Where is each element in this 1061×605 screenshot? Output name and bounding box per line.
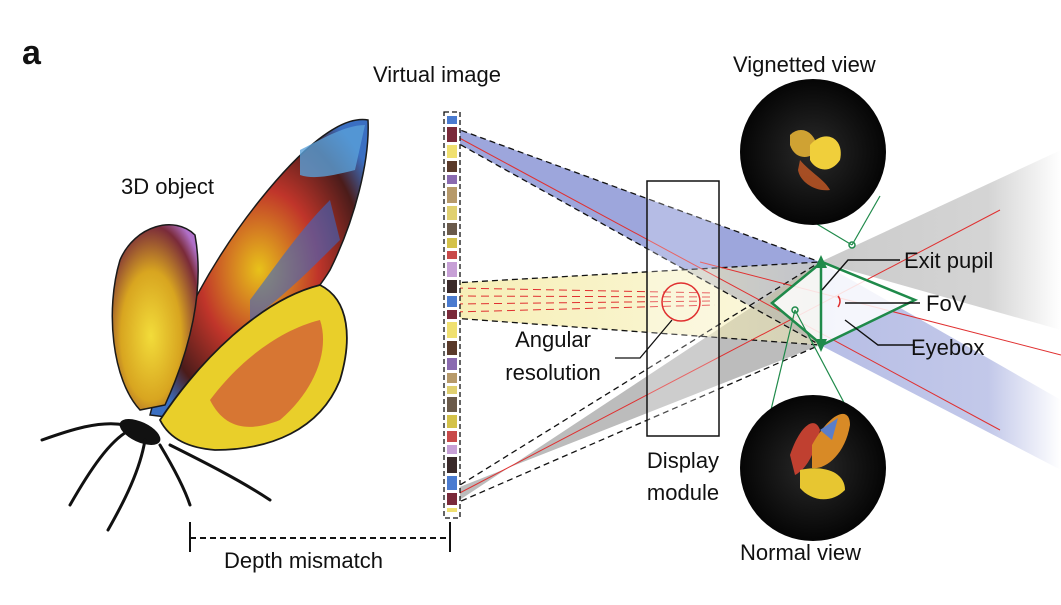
virtual-image-pixel	[447, 175, 457, 184]
normal-view-image	[740, 395, 886, 541]
virtual-image-pixel	[447, 187, 457, 203]
exit-pupil-label: Exit pupil	[904, 248, 994, 273]
virtual-image-pixel	[447, 386, 457, 394]
fov-arc	[837, 295, 841, 308]
display-module-box	[646, 180, 720, 437]
virtual-image-pixel	[447, 508, 457, 512]
fov-label: FoV	[926, 291, 967, 316]
virtual-image-label: Virtual image	[373, 62, 501, 87]
virtual-image-pixel	[447, 373, 457, 383]
virtual-image-pixel	[447, 397, 457, 412]
label-leaders	[821, 259, 920, 346]
virtual-image-pixel	[447, 161, 457, 172]
exit-pupil-arrow	[815, 255, 827, 352]
depth-mismatch-bracket	[189, 522, 451, 552]
eyebox-shape	[770, 260, 919, 347]
normal-view-label: Normal view	[740, 540, 862, 565]
angular-resolution-label-line1: Angular	[515, 327, 591, 352]
object-3d-label: 3D object	[121, 174, 214, 199]
angular-resolution-label-line2: resolution	[505, 360, 601, 385]
display-module-label-line1: Display	[646, 448, 720, 473]
vignetted-view-image	[740, 79, 886, 225]
virtual-image-pixel	[447, 280, 457, 293]
virtual-image-pixel	[447, 310, 457, 319]
vignetted-view-label: Vignetted view	[733, 52, 876, 77]
eye-point-lower	[791, 306, 799, 314]
virtual-image-pixel	[447, 476, 457, 490]
virtual-image-pixel	[447, 145, 457, 158]
virtual-image-pixel	[447, 223, 457, 235]
depth-mismatch-label: Depth mismatch	[224, 548, 383, 573]
gray-beam-upper	[820, 150, 1061, 330]
angular-resolution-circle	[661, 282, 701, 322]
red-dashed-rays	[454, 287, 716, 313]
virtual-image-pixel	[447, 296, 457, 307]
panel-label: a	[22, 34, 41, 72]
virtual-image-pixel	[447, 457, 457, 473]
butterfly-3d-object	[40, 118, 369, 532]
virtual-image-pixel	[447, 262, 457, 277]
virtual-image-pixel	[447, 415, 457, 428]
virtual-image-pixel	[447, 206, 457, 220]
angular-resolution-leader	[615, 319, 673, 359]
virtual-image-pixel	[447, 493, 457, 505]
virtual-image-pixel	[447, 431, 457, 442]
display-module-label-line2: module	[646, 480, 720, 505]
virtual-image-pixel	[447, 445, 457, 454]
virtual-image-pixel	[447, 322, 457, 338]
virtual-image-pixel	[447, 116, 457, 124]
virtual-image-pixel	[447, 251, 457, 259]
virtual-image-pixel	[447, 341, 457, 355]
eye-point-upper	[848, 241, 856, 249]
eyebox-label: Eyebox	[911, 335, 985, 360]
virtual-image-pixel	[447, 238, 457, 248]
virtual-image-pixel	[447, 127, 457, 142]
virtual-image-strip	[443, 111, 461, 519]
virtual-image-pixel	[447, 358, 457, 370]
